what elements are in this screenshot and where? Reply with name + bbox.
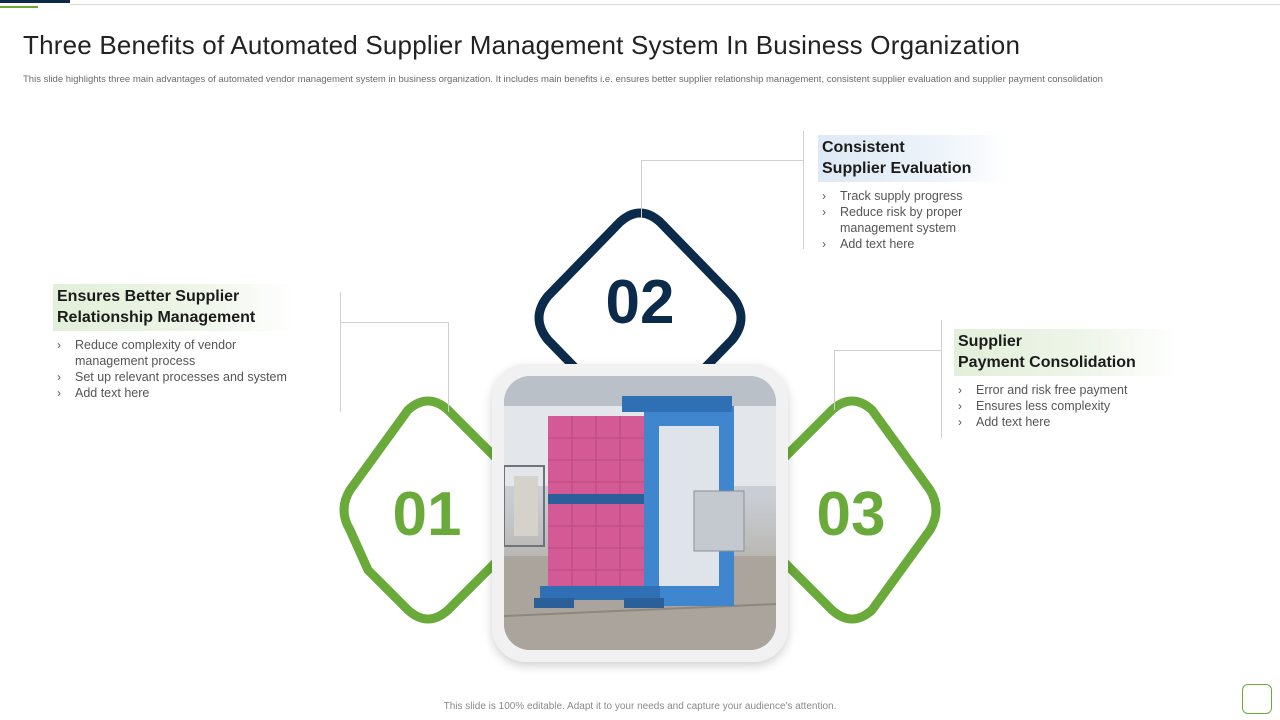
connector-01-vertical [340,292,341,412]
benefit-02: Consistent Supplier Evaluation ›Track su… [818,135,1078,252]
slide-subtitle: This slide highlights three main advanta… [23,74,1103,85]
photo-frame [492,364,788,662]
list-item: ›Add text here [57,386,150,400]
benefit-01-title-line-1: Ensures Better Supplier [57,288,240,305]
benefit-02-title: Consistent Supplier Evaluation [818,135,1012,182]
benefit-01: Ensures Better Supplier Relationship Man… [53,284,333,401]
list-item: ›Reduce complexity of vendor [57,338,237,352]
connector-02-drop [641,160,642,218]
diamond-03 [739,396,941,624]
benefit-02-bullets: ›Track supply progress ›Reduce risk by p… [818,188,1078,252]
benefit-03: Supplier Payment Consolidation ›Error an… [954,329,1224,430]
top-accent-bar-green [0,6,38,8]
connector-03-horizontal [834,350,941,351]
top-divider [70,4,1280,5]
chevron-right-icon: › [958,415,962,429]
slide-title: Three Benefits of Automated Supplier Man… [23,30,1021,60]
benefit-03-bullets: ›Error and risk free payment ›Ensures le… [954,382,1224,430]
warehouse-photo [504,376,776,650]
benefit-01-title-line-2: Relationship Management [57,309,256,326]
benefit-number-01: 01 [392,480,462,549]
benefit-03-title: Supplier Payment Consolidation [954,329,1176,376]
chevron-right-icon: › [822,189,826,203]
chevron-right-icon: › [57,370,61,384]
benefit-03-title-line-1: Supplier [958,333,1023,350]
chevron-right-icon: › [57,386,61,400]
benefit-01-title: Ensures Better Supplier Relationship Man… [53,284,296,331]
chevron-right-icon: › [822,205,826,219]
list-item: ›Error and risk free payment [958,383,1128,397]
top-accent-bar [0,0,70,3]
connector-02-horizontal [641,160,803,161]
connector-03-vertical [941,320,942,438]
chevron-right-icon: › [822,237,826,251]
chevron-right-icon: › [958,399,962,413]
list-item-continuation: management process [75,354,196,368]
benefit-01-bullets: ›Reduce complexity of vendor management … [53,337,333,401]
connector-03-drop [834,350,835,410]
list-item: ›Reduce risk by proper [822,205,963,219]
benefit-02-title-line-1: Consistent [822,139,905,156]
benefit-02-title-line-2: Supplier Evaluation [822,160,972,177]
list-item: ›Track supply progress [822,189,963,203]
slide-footer: This slide is 100% editable. Adapt it to… [443,701,837,712]
list-item: ›Ensures less complexity [958,399,1111,413]
benefit-number-02: 02 [605,268,675,337]
connector-02-vertical [803,131,804,249]
chevron-right-icon: › [57,338,61,352]
list-item-continuation: management system [840,221,957,235]
list-item: ›Add text here [822,237,915,251]
benefit-number-03: 03 [816,480,886,549]
chevron-right-icon: › [958,383,962,397]
warehouse-illustration [504,376,776,650]
list-item: ›Set up relevant processes and system [57,370,287,384]
connector-01-horizontal [340,322,448,323]
slide-nav-button[interactable] [1242,684,1272,714]
benefit-03-title-line-2: Payment Consolidation [958,354,1136,371]
list-item: ›Add text here [958,415,1051,429]
connector-01-drop [448,322,449,412]
